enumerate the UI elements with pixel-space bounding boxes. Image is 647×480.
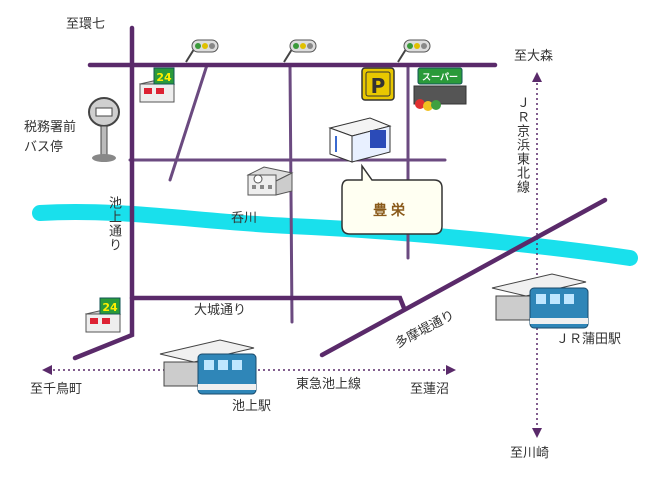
main-roads: [72, 25, 608, 361]
convenience-24-label: 24: [156, 71, 172, 84]
supermarket-icon: スーパー: [413, 67, 467, 111]
convenience-store-24-icon: 24: [84, 297, 122, 333]
jr-keihin-tohoku-label: ＪＲ京浜東北線: [514, 96, 529, 194]
daijo-dori-label: 大城通り: [194, 303, 247, 318]
ikegami-dori-label: 池上通り: [106, 196, 121, 252]
ikegami-station-label: 池上駅: [232, 399, 272, 414]
to-omori-label: 至大森: [514, 49, 554, 64]
supermarket-label: スーパー: [422, 71, 458, 83]
shop-callout: [341, 163, 443, 235]
convenience-store-24-icon: 24: [138, 67, 176, 103]
shop-name: 豊栄: [373, 203, 409, 219]
arrowheads: [42, 72, 542, 438]
school-building-icon: [246, 166, 294, 196]
shop-callout-box: 豊栄: [340, 172, 442, 230]
nomi-river-label: 呑川: [231, 211, 258, 226]
to-chidoricho-label: 至千鳥町: [30, 382, 83, 397]
jr-kamata-station-label: ＪＲ蒲田駅: [556, 332, 622, 347]
tokyu-ikegami-line-label: 東急池上線: [296, 377, 362, 392]
train-station-icon: [491, 273, 589, 329]
bus-stop-label-line1: 税務署前: [24, 120, 77, 135]
traffic-signal-icon: [185, 39, 431, 63]
to-hasunuma-label: 至蓮沼: [410, 382, 450, 397]
convenience-24-label: 24: [102, 301, 118, 314]
to-kan7-label: 至環七: [66, 17, 106, 32]
parking-icon: P: [361, 67, 395, 101]
train-station-icon: [159, 339, 257, 395]
to-kawasaki-label: 至川崎: [510, 446, 550, 461]
parking-label: P: [371, 74, 386, 98]
shop-building-icon: [328, 117, 392, 163]
bus-stop-label-line2: バス停: [24, 140, 64, 155]
bus-stop-icon: [88, 97, 120, 162]
